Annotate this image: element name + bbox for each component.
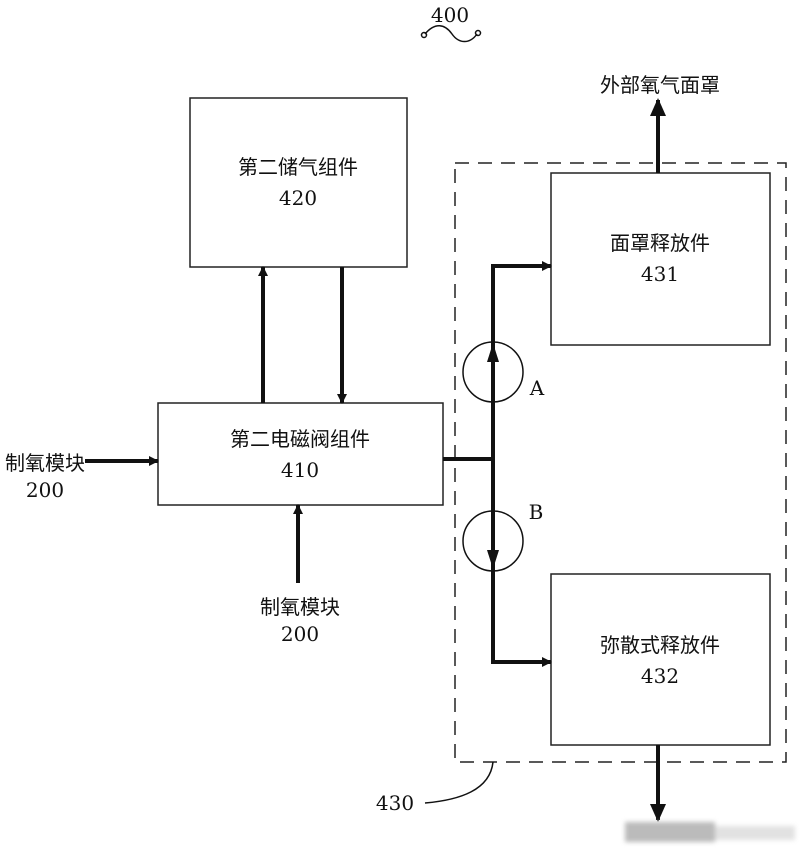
block-name: 第二电磁阀组件 [230, 427, 370, 451]
group-430-leader [424, 761, 494, 804]
top-output-label: 外部氧气面罩 [600, 73, 720, 97]
block-ref: 432 [641, 664, 679, 688]
flow-b-arrow [487, 550, 499, 569]
pipe-to-diffuse [491, 459, 552, 667]
bottom-input-ref: 200 [281, 622, 319, 646]
block-name: 弥散式释放件 [600, 633, 720, 657]
flow-label-a: A [529, 376, 545, 400]
left-input-name: 制氧模块 [5, 451, 85, 475]
pipe-to-mask [491, 261, 552, 662]
block-name: 面罩释放件 [610, 231, 710, 255]
block-mask-release-431: 面罩释放件 431 [550, 172, 771, 346]
group-430-boundary [454, 162, 787, 763]
bottom-input-name: 制氧模块 [260, 595, 340, 619]
block-ref: 431 [641, 262, 679, 286]
group-430-ref: 430 [376, 791, 414, 815]
bottom-output-label-blurred [625, 822, 795, 842]
flow-valve-b [462, 510, 524, 572]
block-name: 第二储气组件 [238, 155, 358, 179]
left-input-ref: 200 [26, 478, 64, 502]
flow-label-b: B [529, 500, 544, 524]
block-ref: 420 [279, 186, 317, 210]
figure-number: 400 [431, 3, 469, 27]
block-diffuse-release-432: 弥散式释放件 432 [550, 573, 771, 746]
flow-valve-a [462, 341, 524, 403]
block-ref: 410 [281, 458, 319, 482]
figure-squiggle [420, 25, 482, 43]
block-valve-410: 第二电磁阀组件 410 [157, 402, 444, 506]
block-storage-420: 第二储气组件 420 [189, 97, 408, 268]
flow-a-arrow [487, 343, 499, 362]
